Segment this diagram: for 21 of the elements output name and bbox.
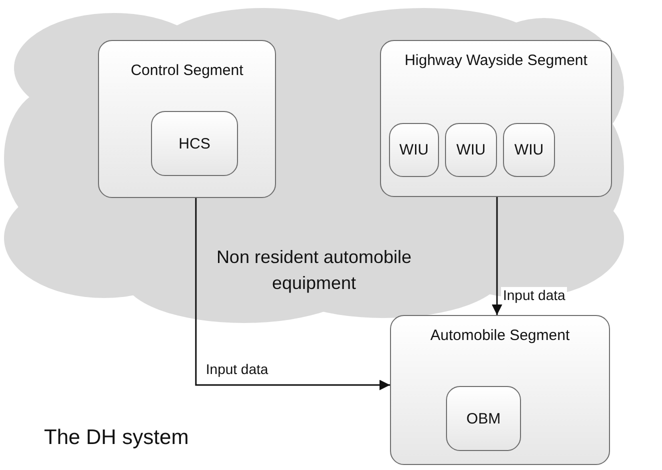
arrow [492, 197, 502, 315]
unit-box [389, 123, 439, 177]
caption: The DH system [44, 426, 189, 450]
cloud-label: Non resident automobile equipment [215, 246, 413, 295]
box-label: HCS [178, 134, 212, 153]
box-label: WIU [398, 140, 430, 160]
box-label: WIU [513, 140, 545, 160]
box-label: OBM [465, 409, 502, 428]
box-label: Control Segment [130, 61, 244, 80]
segment-box [98, 40, 276, 198]
box-label: Highway Wayside Segment [404, 51, 588, 70]
unit-box [445, 123, 497, 177]
arrow [195, 198, 390, 390]
unit-box [446, 386, 521, 451]
segment-box [380, 40, 612, 197]
unit-box [503, 123, 555, 177]
box-label: Automobile Segment [429, 326, 571, 345]
edge-label: Input data [501, 287, 568, 303]
box-label: WIU [455, 140, 487, 160]
unit-box [151, 111, 238, 176]
segment-box [390, 315, 610, 465]
